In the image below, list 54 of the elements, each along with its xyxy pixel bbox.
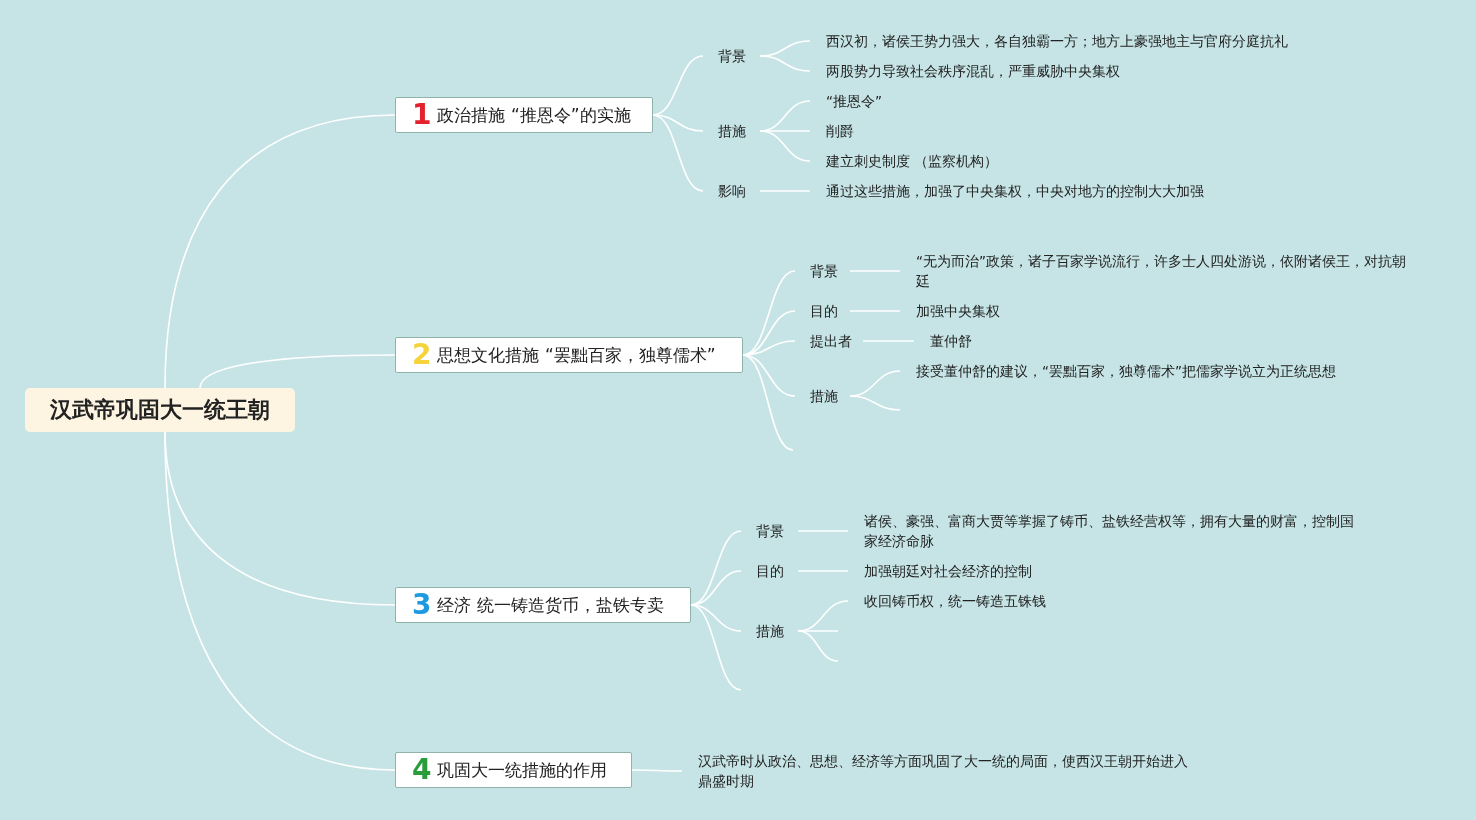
central-topic-box: 汉武帝巩固大一统王朝 bbox=[25, 388, 295, 432]
branch-line bbox=[652, 114, 704, 192]
branch-text: 削爵 bbox=[810, 121, 854, 141]
branch-text: 加强朝廷对社会经济的控制 bbox=[848, 561, 1032, 581]
branch-text: 收回铸币权，统一铸造五铢钱 bbox=[848, 591, 1046, 611]
branch-line bbox=[797, 530, 849, 532]
branch-label: 目的 bbox=[795, 301, 850, 321]
branch-line bbox=[164, 114, 396, 389]
branch-text: 诸侯、豪强、富商大贾等掌握了铸币、盐铁经营权等，拥有大量的财富，控制国家经济命脉 bbox=[848, 511, 1354, 551]
branch-line bbox=[849, 310, 901, 312]
branch-line bbox=[759, 55, 811, 72]
branch-line bbox=[797, 570, 849, 572]
branch-line bbox=[797, 630, 839, 662]
branch-label: 背景 bbox=[741, 521, 798, 541]
topic-number: 1 bbox=[412, 101, 432, 129]
branch-text: 加强中央集权 bbox=[900, 301, 1000, 321]
branch-line bbox=[631, 769, 683, 772]
branch-text: 西汉初，诸侯王势力强大，各自独霸一方；地方上豪强地主与官府分庭抗礼 bbox=[810, 31, 1288, 51]
branch-line bbox=[690, 604, 742, 691]
branch-text: 董仲舒 bbox=[914, 331, 972, 351]
branch-label: 目的 bbox=[741, 561, 798, 581]
topic-title: 经济 统一铸造货币，盐铁专卖 bbox=[437, 593, 664, 617]
branch-text: 两股势力导致社会秩序混乱，严重威胁中央集权 bbox=[810, 61, 1120, 81]
branch-line bbox=[164, 431, 396, 771]
branch-line bbox=[862, 340, 915, 342]
branch-text: “无为而治”政策，诸子百家学说流行，许多士人四处游说，依附诸侯王，对抗朝廷 bbox=[900, 251, 1412, 291]
topic-title: 思想文化措施 “罢黜百家，独尊儒术” bbox=[437, 343, 716, 367]
topic-box bbox=[395, 587, 691, 623]
topic-box bbox=[395, 97, 653, 133]
topic-number: 4 bbox=[412, 756, 432, 784]
branch-line bbox=[849, 270, 901, 272]
branch-label: 背景 bbox=[703, 46, 760, 66]
branch-label: 措施 bbox=[703, 121, 760, 141]
topic-number: 2 bbox=[412, 341, 432, 369]
branch-line bbox=[849, 395, 901, 411]
branch-label: 措施 bbox=[741, 621, 798, 641]
branch-label: 影响 bbox=[703, 181, 760, 201]
topic-title: 巩固大一统措施的作用 bbox=[437, 758, 608, 782]
branch-label: 提出者 bbox=[795, 331, 863, 351]
branch-line bbox=[742, 354, 794, 451]
topic-box bbox=[395, 337, 743, 373]
branch-text: 建立刺史制度 （监察机构） bbox=[810, 151, 999, 171]
topic-box bbox=[395, 752, 632, 788]
branch-text: 接受董仲舒的建议，“罢黜百家，独尊儒术”把儒家学说立为正统思想 bbox=[900, 361, 1336, 381]
topic-title: 政治措施 “推恩令”的实施 bbox=[437, 103, 631, 127]
branch-text: “推恩令” bbox=[810, 91, 882, 111]
branch-text: 汉武帝时从政治、思想、经济等方面巩固了大一统的局面，使西汉王朝开始进入鼎盛时期 bbox=[682, 751, 1194, 791]
branch-line bbox=[199, 354, 396, 389]
branch-line bbox=[759, 190, 811, 192]
branch-text: 通过这些措施，加强了中央集权，中央对地方的控制大大加强 bbox=[810, 181, 1204, 201]
branch-line bbox=[759, 130, 811, 162]
topic-number: 3 bbox=[412, 591, 432, 619]
branch-label: 背景 bbox=[795, 261, 850, 281]
branch-label: 措施 bbox=[795, 386, 850, 406]
